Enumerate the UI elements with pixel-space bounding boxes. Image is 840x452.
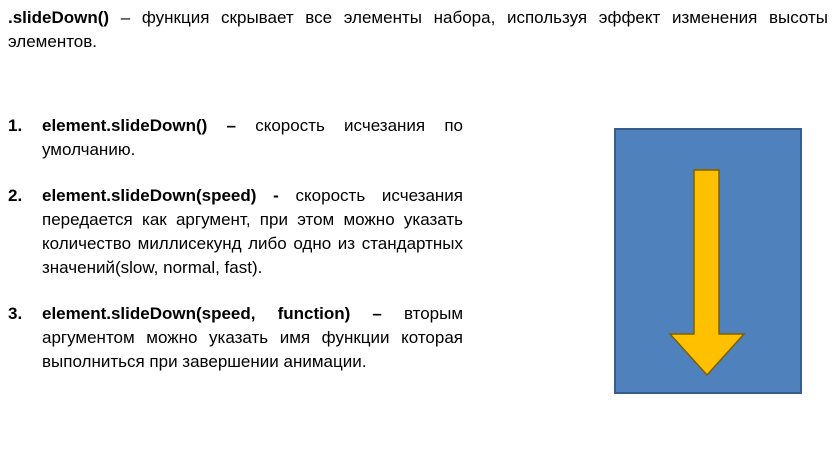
slide-down-diagram xyxy=(614,128,802,394)
list-item-text: скорость исчезания по умолчанию. xyxy=(42,116,464,159)
list-item-separator: - xyxy=(256,186,296,205)
method-variants-list: 1. element.slideDown() – скорость исчеза… xyxy=(8,114,463,396)
list-item-number: 3. xyxy=(8,304,23,323)
list-item: 2. element.slideDown(speed) - скорость и… xyxy=(8,184,463,280)
list-item-number: 1. xyxy=(8,116,23,135)
list-item-number: 2. xyxy=(8,186,23,205)
list-item-text: вторым аргументом можно указать имя функ… xyxy=(42,304,464,371)
slide-down-illustration xyxy=(614,128,802,394)
list-item-text: скорость исчезания передается как аргуме… xyxy=(42,186,463,277)
intro-description: функция скрывает все элементы набора, ис… xyxy=(8,8,829,51)
list-item: 1. element.slideDown() – скорость исчеза… xyxy=(8,114,463,162)
list-item-code: element.slideDown() xyxy=(42,116,208,135)
intro-separator: – xyxy=(109,8,142,27)
list-item-separator: – xyxy=(207,116,256,135)
list-item-code: element.slideDown(speed) xyxy=(42,186,257,205)
intro-method-name: .slideDown() xyxy=(8,8,110,27)
intro-paragraph: .slideDown() – функция скрывает все элем… xyxy=(8,6,828,54)
down-arrow-icon xyxy=(668,169,746,377)
list-item: 3. element.slideDown(speed, function) – … xyxy=(8,302,463,374)
list-item-separator: – xyxy=(350,304,404,323)
list-item-code: element.slideDown(speed, function) xyxy=(42,304,351,323)
